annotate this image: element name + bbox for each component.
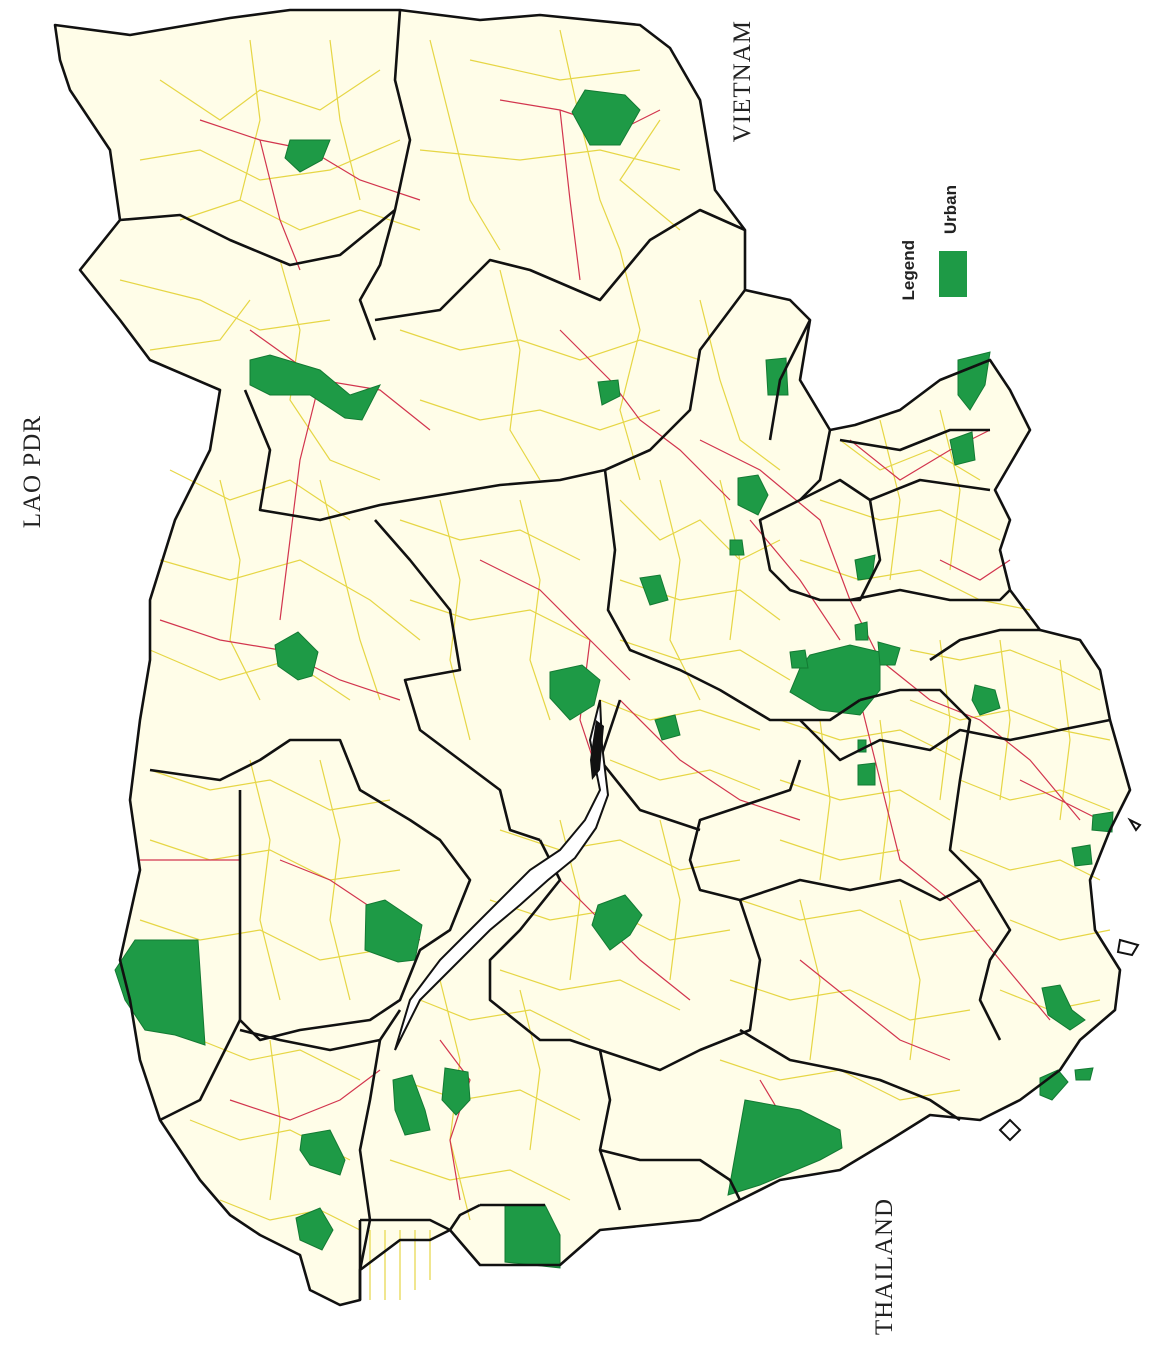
urban-area bbox=[295, 1207, 334, 1251]
urban-area bbox=[639, 574, 669, 606]
road-network bbox=[140, 99, 1101, 1201]
urban-area bbox=[789, 649, 809, 669]
urban-area bbox=[729, 539, 745, 556]
urban-area bbox=[591, 894, 643, 951]
district-boundaries bbox=[53, 8, 1132, 1307]
legend-item-label: Urban bbox=[941, 185, 960, 235]
urban-area bbox=[1039, 1069, 1069, 1101]
urban-area bbox=[957, 351, 991, 411]
urban-area bbox=[249, 354, 382, 421]
urban-area bbox=[1071, 844, 1093, 867]
legend-urban-swatch bbox=[939, 251, 967, 297]
legend-title: Legend bbox=[899, 239, 918, 300]
map-legend: Legend Urban bbox=[897, 185, 977, 300]
urban-area bbox=[571, 89, 641, 146]
urban-area bbox=[877, 641, 901, 666]
urban-area bbox=[549, 664, 601, 721]
urban-area bbox=[949, 431, 976, 466]
urban-area bbox=[727, 1099, 843, 1196]
urban-areas bbox=[114, 89, 1114, 1269]
river bbox=[394, 699, 610, 1051]
urban-area bbox=[1041, 984, 1086, 1031]
country-label-vietnam: VIETNAM bbox=[729, 20, 756, 143]
urban-area bbox=[857, 762, 876, 786]
country-label-lao: LAO PDR bbox=[19, 415, 46, 529]
urban-area bbox=[441, 1067, 471, 1116]
urban-area bbox=[392, 1074, 431, 1136]
urban-area bbox=[1091, 811, 1114, 833]
urban-area bbox=[737, 474, 769, 516]
urban-area bbox=[765, 357, 789, 396]
land-area bbox=[55, 10, 1130, 1305]
urban-area bbox=[597, 379, 621, 406]
commune-boundaries bbox=[119, 29, 1111, 1300]
urban-area bbox=[654, 714, 681, 741]
urban-area bbox=[971, 684, 1001, 716]
country-label-thailand: THAILAND bbox=[871, 1198, 898, 1336]
urban-area bbox=[274, 631, 319, 681]
urban-area bbox=[1074, 1067, 1094, 1081]
urban-area bbox=[789, 644, 881, 716]
urban-area bbox=[299, 1129, 346, 1176]
urban-area bbox=[854, 621, 869, 641]
islands bbox=[998, 817, 1142, 1142]
urban-area bbox=[114, 939, 206, 1046]
urban-area bbox=[284, 139, 331, 173]
